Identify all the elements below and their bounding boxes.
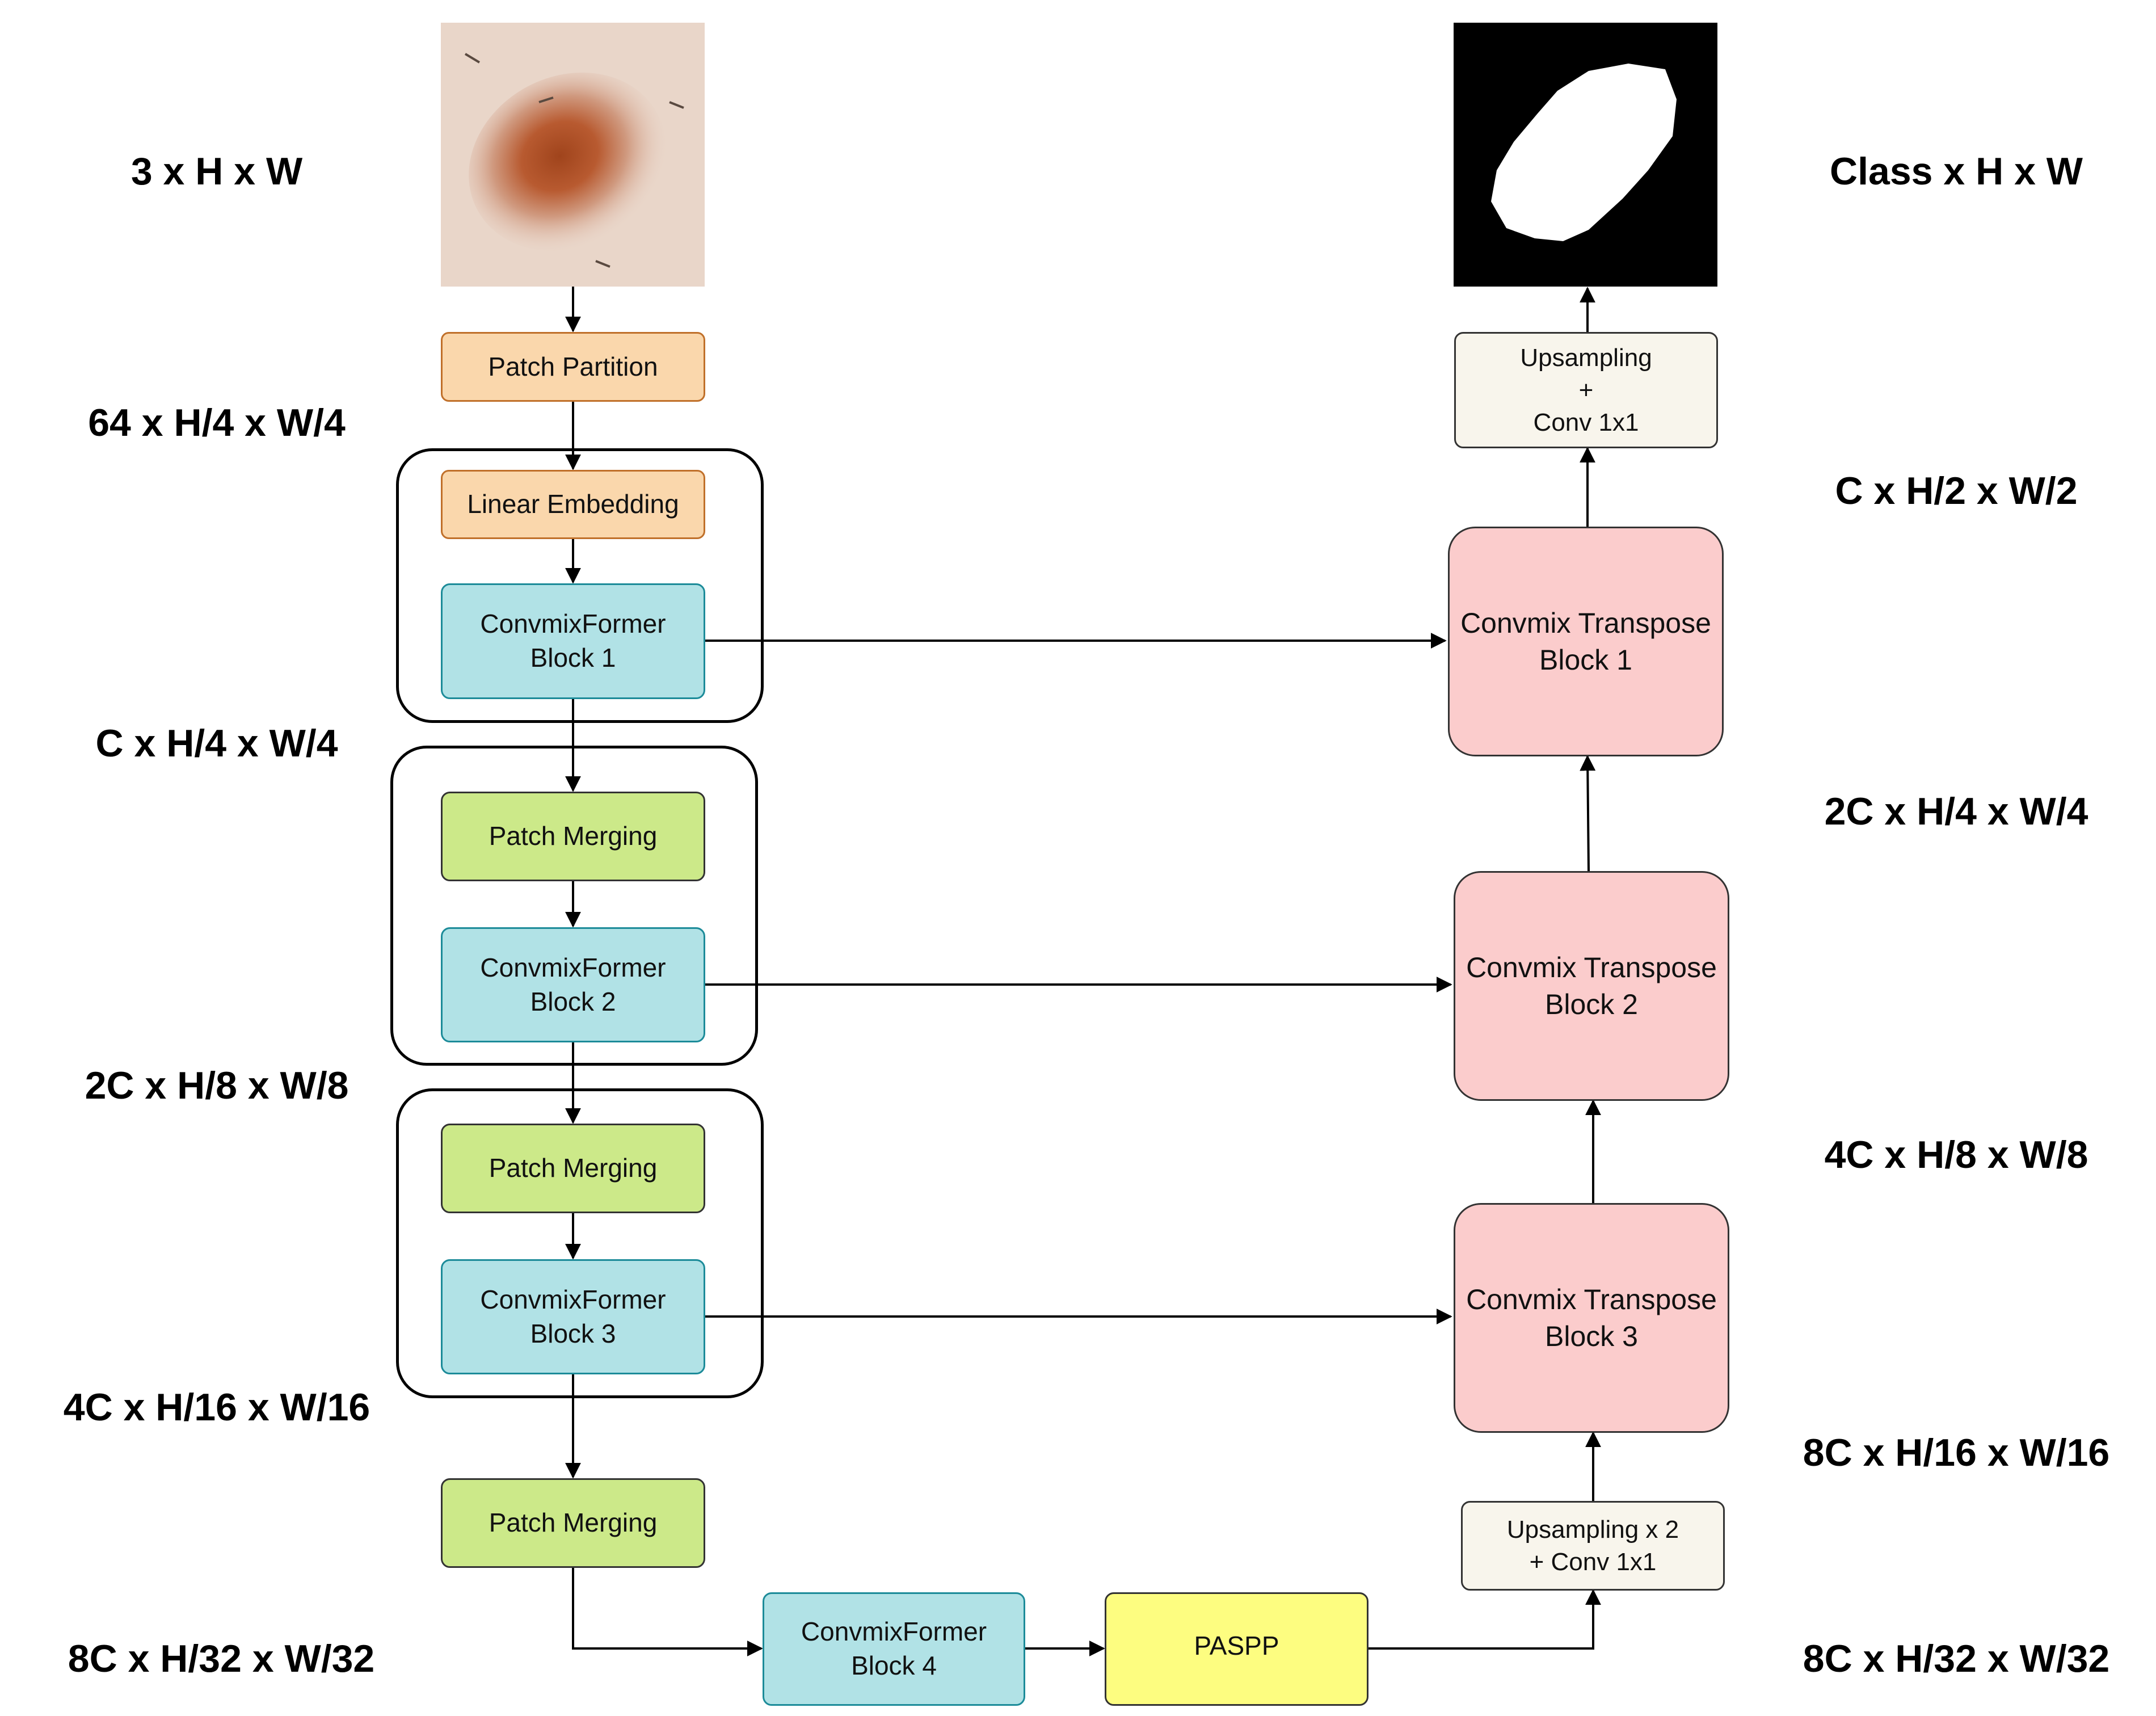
dim-label-right-3: 4C x H/8 x W/8 <box>1824 1133 2088 1176</box>
convmix-transpose-block-3: Convmix Transpose Block 3 <box>1454 1203 1729 1433</box>
transpose2-line2: Block 2 <box>1545 988 1638 1020</box>
upsampling-conv-box-top: Upsampling + Conv 1x1 <box>1454 332 1718 448</box>
dim-label-right-1: C x H/2 x W/2 <box>1835 469 2078 512</box>
convmixformer-block-3: ConvmixFormer Block 3 <box>441 1259 705 1374</box>
block1-line2: Block 1 <box>530 643 616 672</box>
block2-line1: ConvmixFormer <box>480 952 666 982</box>
dim-label-left-3: 2C x H/8 x W/8 <box>85 1064 349 1107</box>
convmixformer-block-2: ConvmixFormer Block 2 <box>441 927 705 1042</box>
encoder-stage-3-group <box>396 1088 764 1398</box>
upsample-top-line3: Conv 1x1 <box>1533 409 1639 437</box>
convmix-transpose-block-2: Convmix Transpose Block 2 <box>1454 871 1729 1101</box>
transpose3-line2: Block 3 <box>1545 1320 1638 1352</box>
dim-label-left-1: 64 x H/4 x W/4 <box>88 401 346 444</box>
upsample-bottom-line1: Upsampling x 2 <box>1506 1515 1679 1543</box>
input-image <box>441 23 705 287</box>
dim-label-left-4: 4C x H/16 x W/16 <box>63 1386 370 1429</box>
dim-label-left-5: 8C x H/32 x W/32 <box>68 1637 375 1680</box>
dim-label-right-4: 8C x H/16 x W/16 <box>1803 1431 2110 1474</box>
patch-merging-box-3: Patch Merging <box>441 1478 705 1568</box>
patch-partition-box: Patch Partition <box>441 332 705 402</box>
patch-partition-label: Patch Partition <box>488 351 658 381</box>
block3-line1: ConvmixFormer <box>480 1284 666 1314</box>
upsample-top-line2: + <box>1578 376 1594 404</box>
patch-merging-box-2: Patch Merging <box>441 1124 705 1213</box>
block2-line2: Block 2 <box>530 986 616 1016</box>
merge1-label: Patch Merging <box>489 821 658 851</box>
convmix-transpose-block-1: Convmix Transpose Block 1 <box>1448 527 1724 756</box>
dim-label-right-2: 2C x H/4 x W/4 <box>1824 790 2088 833</box>
linear-embedding-box: Linear Embedding <box>441 470 705 539</box>
transpose2-line1: Convmix Transpose <box>1466 951 1717 983</box>
encoder-stage-2-group <box>390 746 758 1066</box>
transpose3-line1: Convmix Transpose <box>1466 1283 1717 1315</box>
arrow-paspp-to-upsample <box>1368 1589 1601 1650</box>
dim-label-right-0: Class x H x W <box>1830 150 2083 193</box>
arrow-merge3-to-block4 <box>572 1568 763 1656</box>
upsampling-conv-box-bottom: Upsampling x 2 + Conv 1x1 <box>1461 1501 1725 1591</box>
output-mask <box>1454 23 1717 287</box>
transpose1-line2: Block 1 <box>1539 644 1632 676</box>
paspp-box: PASPP <box>1105 1592 1368 1706</box>
patch-merging-box-1: Patch Merging <box>441 792 705 881</box>
arrow-transpose2-to-transpose1 <box>1580 755 1596 872</box>
merge2-label: Patch Merging <box>489 1153 658 1183</box>
merge3-label: Patch Merging <box>489 1508 658 1538</box>
block1-line1: ConvmixFormer <box>480 609 666 639</box>
upsample-bottom-line2: + Conv 1x1 <box>1529 1548 1657 1576</box>
linear-embedding-label: Linear Embedding <box>467 489 679 519</box>
transpose1-line1: Convmix Transpose <box>1460 607 1711 639</box>
dim-label-left-2: C x H/4 x W/4 <box>95 722 338 765</box>
convmixformer-block-4: ConvmixFormer Block 4 <box>763 1592 1025 1706</box>
dim-label-left-0: 3 x H x W <box>130 150 303 193</box>
encoder-stage-1-group <box>396 448 764 723</box>
block3-line2: Block 3 <box>530 1318 616 1348</box>
convmixformer-block-1: ConvmixFormer Block 1 <box>441 583 705 699</box>
upsample-top-line1: Upsampling <box>1520 343 1652 372</box>
block4-line2: Block 4 <box>851 1651 937 1680</box>
paspp-label: PASPP <box>1194 1631 1279 1661</box>
dim-label-right-5: 8C x H/32 x W/32 <box>1803 1637 2110 1680</box>
block4-line1: ConvmixFormer <box>801 1617 987 1647</box>
